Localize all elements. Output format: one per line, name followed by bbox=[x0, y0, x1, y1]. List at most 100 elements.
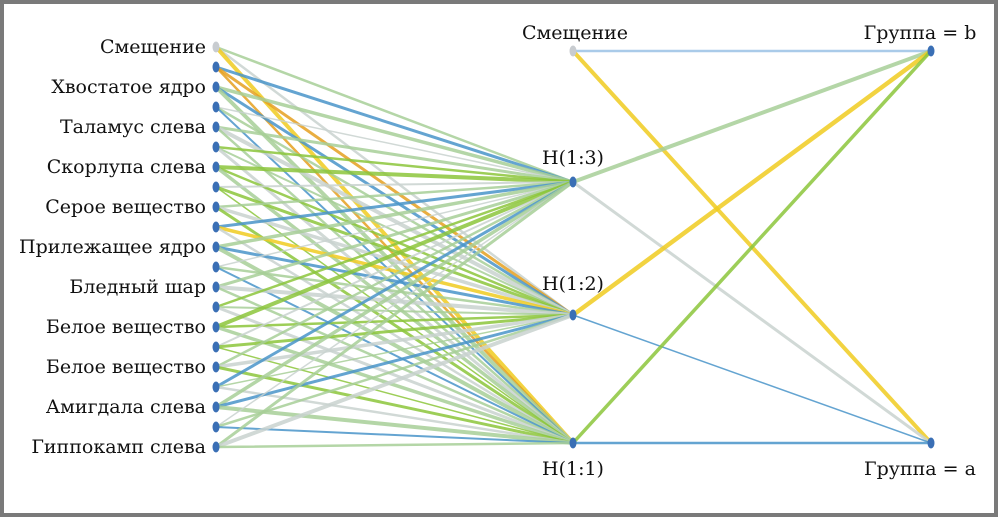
input-node bbox=[212, 81, 220, 93]
edge-input-4-h3 bbox=[214, 125, 575, 184]
hidden-label-h2: H(1:2) bbox=[542, 273, 604, 295]
input-node bbox=[212, 321, 220, 333]
edge-input-11-h2 bbox=[214, 265, 575, 317]
input-node bbox=[212, 121, 220, 133]
input-node bbox=[212, 381, 220, 393]
hidden-label-h1: H(1:1) bbox=[542, 458, 604, 480]
input-bias-node bbox=[212, 41, 220, 53]
input-label-accumbens: Прилежащее ядро bbox=[19, 236, 206, 258]
edge-input-2-h2 bbox=[214, 85, 575, 317]
input-node bbox=[212, 141, 220, 153]
edge-input-17-h2 bbox=[215, 314, 574, 388]
hidden-node-h1 bbox=[569, 437, 577, 449]
edge-input-15-h2 bbox=[214, 313, 575, 349]
edge-input-19-h2 bbox=[214, 313, 575, 429]
output-label-group-a: Группа = a bbox=[864, 458, 976, 480]
edge-input-20-h2 bbox=[214, 313, 575, 449]
edge-h3-out-b bbox=[571, 49, 933, 184]
edge-input-5-h3 bbox=[214, 145, 575, 184]
input-node bbox=[212, 101, 220, 113]
edge-input-9-h3 bbox=[214, 180, 575, 229]
edge-input-16-h2 bbox=[214, 313, 575, 369]
edge-input-0-h2 bbox=[214, 45, 575, 317]
input-node bbox=[212, 201, 220, 213]
input-node bbox=[212, 61, 220, 73]
input-node bbox=[212, 361, 220, 373]
input-node bbox=[212, 441, 220, 453]
hidden-bias-node bbox=[569, 45, 577, 57]
input-node bbox=[212, 281, 220, 293]
edge-input-11-h1 bbox=[215, 266, 574, 444]
network-nodes bbox=[212, 41, 935, 453]
edge-h2-out-a bbox=[572, 314, 932, 444]
output-node-group-b bbox=[927, 45, 935, 57]
edge-input-6-h3 bbox=[214, 165, 575, 184]
edge-input-14-h1 bbox=[214, 325, 575, 445]
input-label-hippocampus-left: Гиппокамп слева bbox=[31, 436, 206, 458]
edge-input-12-h1 bbox=[214, 285, 575, 445]
edge-input-3-h2 bbox=[214, 105, 575, 317]
input-label-pallidum: Бледный шар bbox=[69, 276, 206, 298]
edge-input-8-h3 bbox=[214, 180, 575, 209]
input-label-bias: Смещение bbox=[100, 36, 206, 58]
output-label-group-b: Группа = b bbox=[864, 22, 977, 44]
hidden-label-h3: H(1:3) bbox=[542, 147, 604, 169]
edge-input-15-h1 bbox=[215, 346, 574, 444]
edge-input-17-h1 bbox=[214, 385, 575, 445]
edge-input-2-h3 bbox=[214, 85, 575, 184]
edge-h3-out-a bbox=[571, 180, 933, 445]
input-node bbox=[212, 261, 220, 273]
input-label-caudate: Хвостатое ядро bbox=[51, 76, 206, 98]
hidden-node-h3 bbox=[569, 176, 577, 188]
input-node bbox=[212, 241, 220, 253]
input-node bbox=[212, 181, 220, 193]
input-node bbox=[212, 341, 220, 353]
edge-h2-out-b bbox=[570, 48, 934, 318]
connection-lines bbox=[214, 45, 934, 449]
edge-input-20-h1 bbox=[214, 441, 575, 449]
edge-input-5-h2 bbox=[215, 146, 574, 316]
edge-input-18-h2 bbox=[214, 313, 575, 409]
edge-input-18-h3 bbox=[214, 180, 575, 409]
input-label-amygdala-left: Амигдала слева bbox=[46, 396, 206, 418]
edge-input-1-h2 bbox=[214, 65, 575, 317]
output-node-group-a bbox=[927, 437, 935, 449]
input-node bbox=[212, 221, 220, 233]
edge-input-12-h3 bbox=[214, 180, 575, 289]
edge-input-20-h3 bbox=[214, 180, 575, 449]
edge-input-14-h3 bbox=[214, 180, 575, 329]
edge-input-8-h1 bbox=[214, 205, 575, 445]
edge-input-7-h3 bbox=[215, 181, 574, 188]
hidden-label-bias: Смещение bbox=[522, 22, 628, 44]
edge-input-19-h1 bbox=[215, 426, 574, 444]
edge-input-0-h3 bbox=[214, 45, 575, 184]
edge-input-10-h3 bbox=[214, 180, 575, 249]
edge-input-19-h3 bbox=[215, 181, 574, 428]
edge-input-13-h2 bbox=[215, 306, 574, 316]
edge-input-8-h2 bbox=[214, 205, 575, 317]
edge-input-11-h3 bbox=[215, 181, 574, 268]
input-label-gray-matter: Серое вещество bbox=[45, 196, 206, 218]
edge-input-15-h3 bbox=[215, 181, 574, 348]
edge-input-17-h3 bbox=[214, 180, 575, 389]
edge-input-7-h2 bbox=[214, 185, 575, 317]
edge-input-1-h3 bbox=[214, 65, 575, 184]
input-label-white-matter-1: Белое вещество bbox=[46, 316, 206, 338]
edge-input-16-h1 bbox=[214, 365, 575, 445]
input-label-white-matter-2: Белое вещество bbox=[46, 356, 206, 378]
input-node bbox=[212, 401, 220, 413]
input-node bbox=[212, 421, 220, 433]
edge-input-13-h3 bbox=[214, 180, 575, 309]
edge-input-3-h3 bbox=[215, 106, 574, 183]
edge-input-10-h2 bbox=[214, 245, 575, 317]
edge-input-18-h1 bbox=[214, 405, 575, 445]
neural-network-diagram: Смещение Хвостатое ядро Таламус слева Ск… bbox=[19, 22, 977, 480]
edge-input-10-h1 bbox=[214, 245, 575, 445]
edge-input-6-h2 bbox=[214, 165, 575, 317]
edge-input-14-h2 bbox=[214, 313, 575, 329]
hidden-node-h2 bbox=[569, 309, 577, 321]
input-label-putamen-left: Скорлупа слева bbox=[47, 156, 206, 178]
edge-input-16-h3 bbox=[214, 180, 575, 369]
edge-h1-out-b bbox=[571, 49, 933, 445]
